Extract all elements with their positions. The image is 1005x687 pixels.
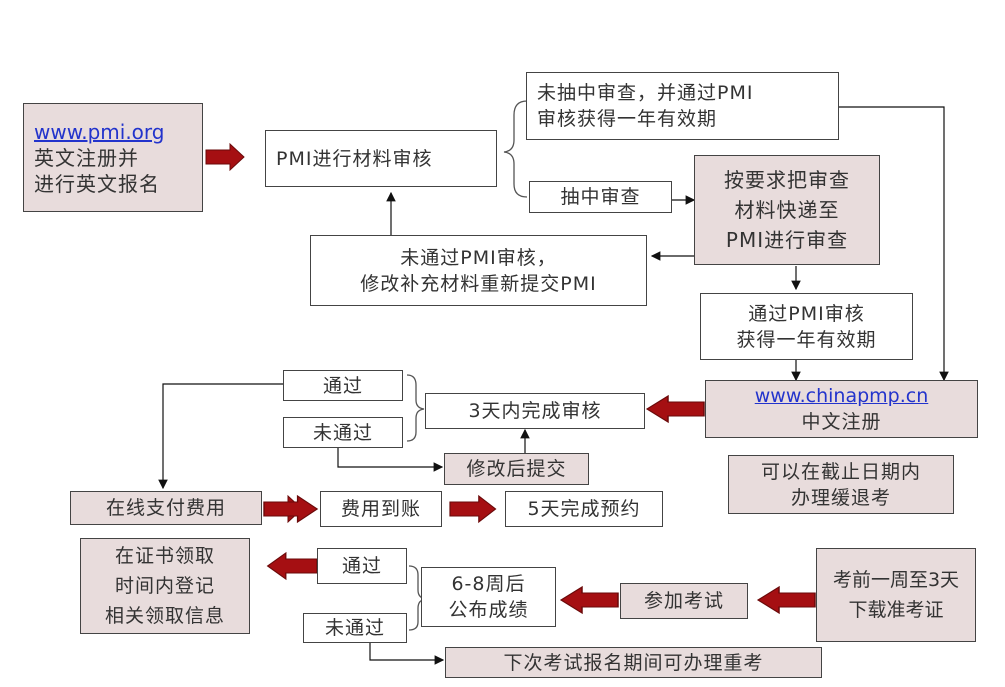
- node-text: PMI进行材料审核: [276, 147, 433, 170]
- node-text: 公布成绩: [448, 599, 529, 621]
- big-arrow-6: [560, 586, 619, 614]
- node-audited: 抽中审查: [529, 181, 672, 213]
- node-text: 未通过PMI审核，: [400, 246, 557, 269]
- node-pay-online: 在线支付费用: [70, 491, 262, 525]
- big-arrow-7: [757, 586, 816, 614]
- chinapmp-link[interactable]: www.chinapmp.cn: [754, 385, 929, 407]
- node-text: PMI进行审查: [725, 228, 849, 252]
- node-text: 抽中审查: [560, 186, 641, 208]
- node-text: 3天内完成审核: [468, 400, 602, 422]
- node-text: 进行英文报名: [34, 171, 160, 196]
- node-text: 未通过: [312, 421, 373, 444]
- node-resubmit: 修改后提交: [444, 453, 589, 485]
- node-text: 获得一年有效期: [736, 328, 877, 351]
- node-text: 中文注册: [801, 411, 882, 433]
- node-chinapmp: www.chinapmp.cn 中文注册: [705, 380, 978, 438]
- node-pmi-register: www.pmi.org 英文注册并 进行英文报名: [23, 103, 203, 212]
- node-pmi-review: PMI进行材料审核: [265, 130, 497, 187]
- big-arrow-2: [646, 395, 705, 423]
- node-text: 参加考试: [643, 590, 724, 612]
- node-fail-2: 未通过: [303, 613, 407, 643]
- node-text: 下载准考证: [848, 599, 944, 621]
- node-text: 可以在截止日期内: [760, 460, 921, 483]
- big-arrow-4: [449, 495, 497, 523]
- node-text: 办理缓退考: [790, 486, 891, 509]
- node-review-3days: 3天内完成审核: [425, 393, 645, 429]
- node-text: 通过PMI审核: [748, 302, 865, 325]
- node-text: 未抽中审查，并通过PMI: [537, 82, 754, 104]
- node-text: 修改补充材料重新提交PMI: [360, 272, 597, 295]
- node-text: 相关领取信息: [104, 605, 225, 627]
- node-text: 5天完成预约: [527, 498, 641, 520]
- node-text: 费用到账: [340, 498, 421, 520]
- node-text: 通过: [341, 555, 382, 577]
- node-not-audited: 未抽中审查，并通过PMI 审核获得一年有效期: [526, 72, 839, 140]
- node-text: 通过: [322, 374, 363, 397]
- node-text: 按要求把审查: [724, 168, 850, 192]
- node-text: 材料快递至: [734, 198, 840, 222]
- node-text: 在证书领取: [114, 545, 215, 567]
- node-text: 修改后提交: [466, 458, 567, 480]
- node-text: 时间内登记: [114, 575, 215, 597]
- node-certificate: 在证书领取 时间内登记 相关领取信息: [80, 538, 250, 634]
- node-text: 审核获得一年有效期: [537, 108, 718, 130]
- node-pass-2: 通过: [317, 548, 407, 584]
- node-take-exam: 参加考试: [620, 583, 748, 619]
- brace-3days: [406, 374, 425, 442]
- node-payment-received: 费用到账: [320, 491, 442, 527]
- node-retake: 下次考试报名期间可办理重考: [445, 647, 822, 678]
- node-passed-audit: 通过PMI审核 获得一年有效期: [700, 293, 913, 360]
- node-text: 下次考试报名期间可办理重考: [503, 651, 764, 674]
- brace-review: [503, 100, 528, 198]
- node-booking-5days: 5天完成预约: [505, 491, 663, 527]
- node-text: 6-8周后: [451, 573, 526, 595]
- node-defer-note: 可以在截止日期内 办理缓退考: [728, 455, 954, 514]
- node-text: 英文注册并: [34, 145, 139, 170]
- node-text: 未通过: [324, 617, 385, 639]
- node-pass-1: 通过: [283, 370, 403, 401]
- big-arrow-5: [266, 552, 318, 580]
- node-admission-ticket: 考前一周至3天 下载准考证: [816, 548, 976, 642]
- node-fail-1: 未通过: [283, 417, 403, 448]
- node-results: 6-8周后 公布成绩: [421, 567, 556, 627]
- pmi-org-link[interactable]: www.pmi.org: [34, 119, 165, 144]
- node-text: 考前一周至3天: [832, 569, 960, 591]
- big-arrow-1: [205, 143, 245, 171]
- node-text: 在线支付费用: [105, 497, 226, 519]
- node-send-materials: 按要求把审查 材料快递至 PMI进行审查: [694, 155, 880, 265]
- node-failed-resubmit: 未通过PMI审核， 修改补充材料重新提交PMI: [310, 235, 647, 306]
